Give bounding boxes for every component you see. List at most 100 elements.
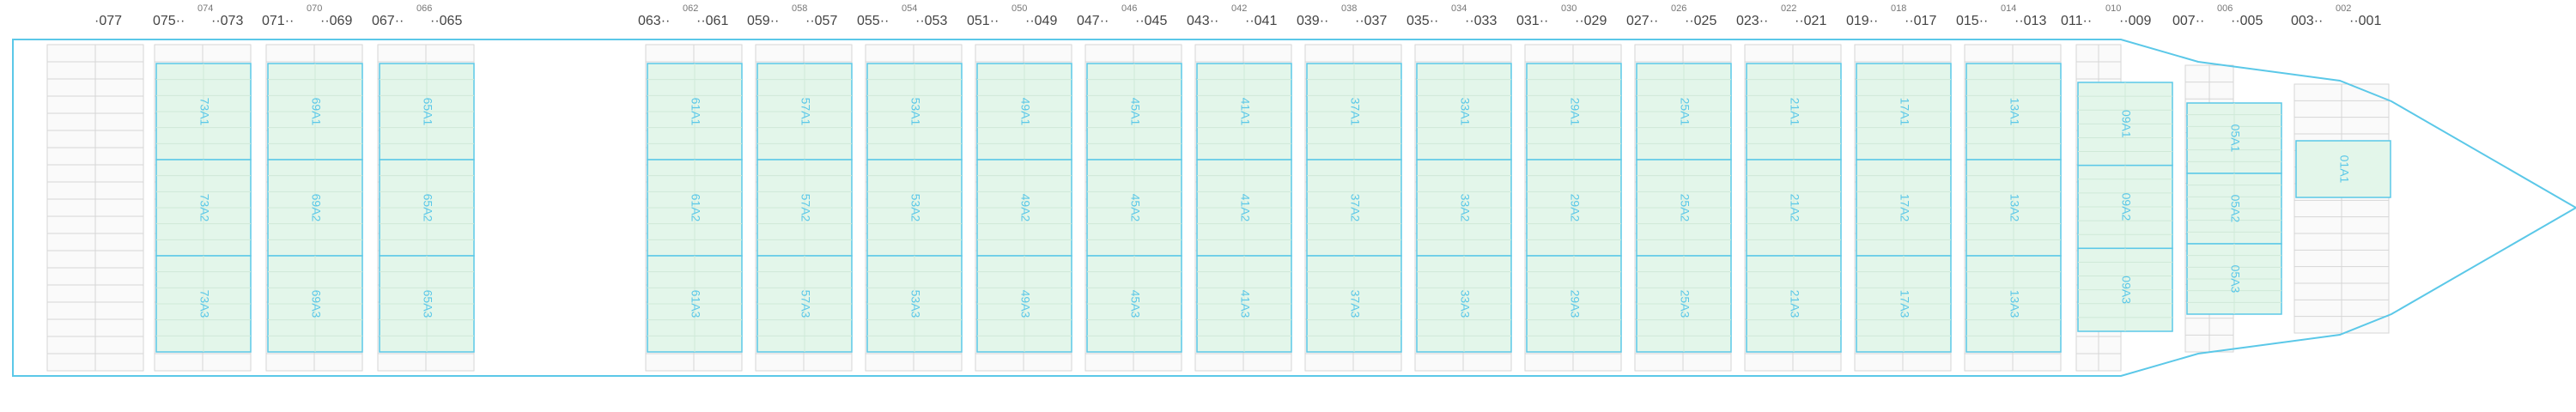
hold-cell-label: 41A3 <box>1238 290 1252 318</box>
bay-label-right: ··021 <box>1795 14 1827 28</box>
bay-label-center: 054 <box>902 3 918 14</box>
hold-cell-label: 65A3 <box>421 290 434 318</box>
bay-label-left: 015·· <box>1956 14 1989 28</box>
hold-cell-label: 57A3 <box>799 290 812 318</box>
bay-label-center: 042 <box>1231 3 1248 14</box>
hold-cell-label: 13A3 <box>2008 290 2021 318</box>
hold-cell-label: 65A1 <box>421 98 434 126</box>
bay-label-left: 075·· <box>153 14 185 28</box>
bay-label-right: ··033 <box>1465 14 1498 28</box>
hold-cell-label: 17A3 <box>1898 290 1911 318</box>
hold-cell-label: 37A2 <box>1348 194 1362 222</box>
bay-label-right: ··045 <box>1135 14 1168 28</box>
hold-cell[interactable] <box>2295 140 2391 198</box>
hold-cell-label: 73A2 <box>197 194 211 222</box>
hold-cell-label: 53A2 <box>908 194 922 222</box>
hold-cell-label: 25A3 <box>1678 290 1692 318</box>
hold-bay-25[interactable]: 25A1 25A2 25A3 <box>1636 63 1732 353</box>
bay-label-center: 050 <box>1012 3 1028 14</box>
bay-label-right: ··065 <box>430 14 463 28</box>
bay-label-left: 059·· <box>747 14 780 28</box>
hold-cell-label: 21A1 <box>1788 98 1801 126</box>
hold-cell-label: 49A1 <box>1018 98 1032 126</box>
hold-cell-label: 05A1 <box>2228 124 2242 153</box>
hold-cell-label: 53A1 <box>908 98 922 126</box>
bay-label-center: 026 <box>1671 3 1687 14</box>
hold-cell-label: 05A2 <box>2228 195 2242 223</box>
hold-cell-label: 53A3 <box>908 290 922 318</box>
bay-label-center: 070 <box>307 3 323 14</box>
hold-bay-13[interactable]: 13A1 13A2 13A3 <box>1965 63 2062 353</box>
bay-label-center: 006 <box>2217 3 2233 14</box>
hold-bay-53[interactable]: 53A1 53A2 53A3 <box>866 63 963 353</box>
hold-cell-label: 21A3 <box>1788 290 1801 318</box>
hold-bay-21[interactable]: 21A1 21A2 21A3 <box>1746 63 1842 353</box>
hold-cell-label: 73A1 <box>197 98 211 126</box>
hold-cell-label: 61A3 <box>689 290 702 318</box>
hold-cell-label: 29A2 <box>1568 194 1582 222</box>
bay-label-left: 051·· <box>967 14 999 28</box>
bay-label-left: 027·· <box>1626 14 1659 28</box>
hold-bay-61[interactable]: 61A1 61A2 61A3 <box>647 63 743 353</box>
hold-cell-label: 25A1 <box>1678 98 1692 126</box>
hold-cell-label: 61A1 <box>689 98 702 126</box>
bay-label-right: ··013 <box>2014 14 2047 28</box>
hold-cell-label: 69A1 <box>309 98 323 126</box>
hold-cell-label: 33A2 <box>1458 194 1472 222</box>
bay-label-center: 074 <box>197 3 214 14</box>
bay-label-left: 031·· <box>1516 14 1549 28</box>
bay-label-left: 007·· <box>2172 14 2205 28</box>
hull-outline <box>12 39 2576 377</box>
bay-label-left: 035·· <box>1406 14 1439 28</box>
deck-grid-block <box>2293 83 2390 334</box>
bay-label-right: ··001 <box>2349 14 2382 28</box>
bay-label-center: 022 <box>1781 3 1797 14</box>
hold-cell-label: 17A2 <box>1898 194 1911 222</box>
bay-label-center: 030 <box>1561 3 1577 14</box>
bay-label-center: 038 <box>1341 3 1358 14</box>
bay-label-left: 011·· <box>2061 14 2093 28</box>
hold-cell-label: 13A2 <box>2008 194 2021 222</box>
bay-label-left: 071·· <box>262 14 295 28</box>
hold-cell-label: 09A1 <box>2119 110 2133 138</box>
hold-cell-label: 41A2 <box>1238 194 1252 222</box>
hold-cell-label: 29A3 <box>1568 290 1582 318</box>
bay-label-left: 019·· <box>1846 14 1879 28</box>
hold-cell-label: 61A2 <box>689 194 702 222</box>
deck-grid-block <box>46 44 144 372</box>
bay-label-center: 066 <box>416 3 433 14</box>
bay-label-right: ··073 <box>211 14 244 28</box>
hold-cell-label: 25A2 <box>1678 194 1692 222</box>
hold-bay-17[interactable]: 17A1 17A2 17A3 <box>1856 63 1952 353</box>
hold-cell-label: 09A2 <box>2119 193 2133 221</box>
hold-cell-label: 09A3 <box>2119 276 2133 304</box>
bay-label-center: 002 <box>2336 3 2352 14</box>
hold-cell-label: 45A1 <box>1128 98 1142 126</box>
hold-cell-label: 57A2 <box>799 194 812 222</box>
hold-cell-label: 21A2 <box>1788 194 1801 222</box>
bay-label-right: ··005 <box>2231 14 2263 28</box>
hold-cell-label: 69A2 <box>309 194 323 222</box>
hold-cell-label: 13A1 <box>2008 98 2021 126</box>
hold-bay-05[interactable]: 05A1 05A2 05A3 <box>2186 102 2282 315</box>
bay-label-center: 018 <box>1891 3 1907 14</box>
hold-bay-01[interactable]: 01A1 <box>2295 140 2391 198</box>
bay-label-left: 055·· <box>857 14 890 28</box>
hold-cell-label: 05A3 <box>2228 265 2242 294</box>
bay-label-left: 023·· <box>1736 14 1769 28</box>
hold-cell-label: 17A1 <box>1898 98 1911 126</box>
hold-bay-09[interactable]: 09A1 09A2 09A3 <box>2077 82 2173 332</box>
hold-cell-label: 33A1 <box>1458 98 1472 126</box>
